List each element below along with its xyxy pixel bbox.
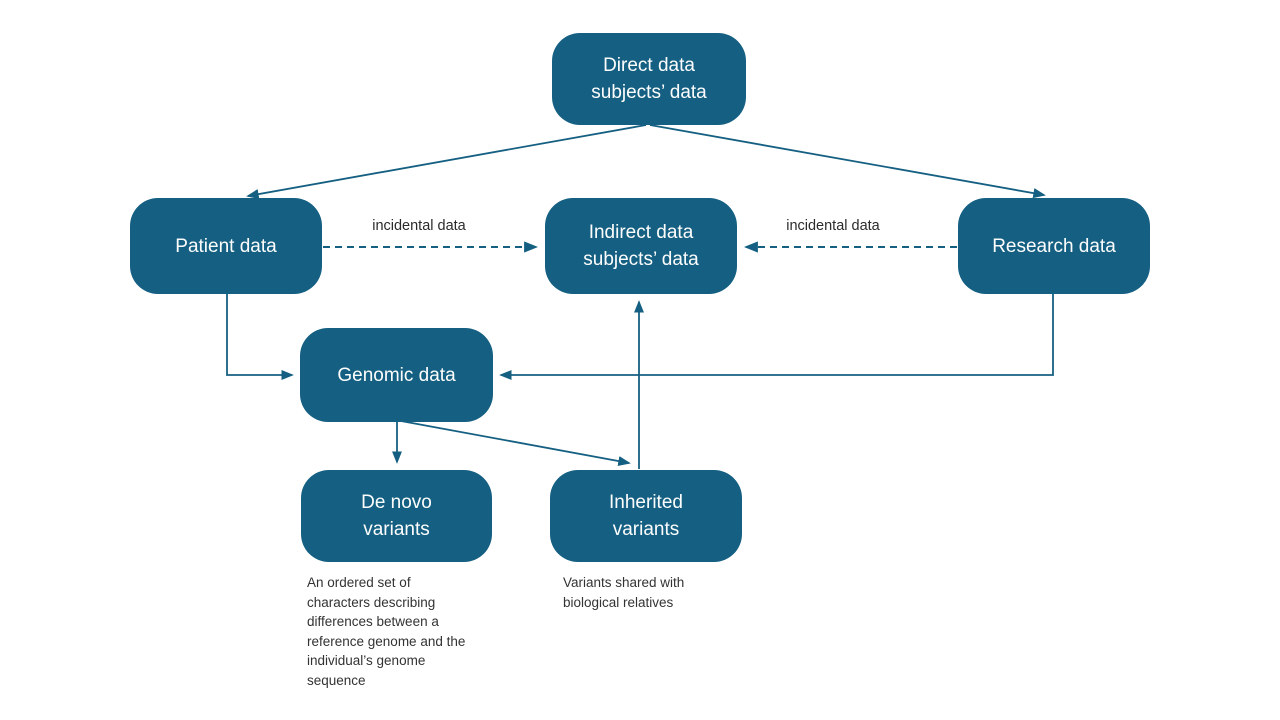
node-direct-data-subjects: Direct data subjects’ data	[552, 33, 746, 125]
node-label: Direct data subjects’ data	[591, 55, 707, 103]
edge-direct-to-patient	[246, 124, 647, 200]
node-label: Patient data	[175, 235, 277, 257]
node-genomic-data: Genomic data	[300, 328, 493, 422]
node-research-data: Research data	[958, 198, 1150, 294]
node-patient-data: Patient data	[130, 198, 322, 294]
node-label: Genomic data	[337, 364, 456, 386]
de-novo-description: An ordered set of characters describing …	[307, 575, 466, 688]
edge-research-to-genomic	[499, 294, 1054, 381]
node-label: De novo variants	[361, 492, 432, 540]
edge-patient-to-genomic	[226, 294, 294, 381]
node-de-novo-variants: De novo variants	[301, 470, 492, 562]
edge-genomic-to-inherited	[400, 420, 631, 467]
node-indirect-data-subjects: Indirect data subjects’ data	[545, 198, 737, 294]
node-label: Inherited variants	[609, 492, 683, 540]
node-label: Research data	[992, 235, 1116, 257]
edge-label-incidental-data-right: incidental data	[786, 218, 880, 234]
node-inherited-variants: Inherited variants	[550, 470, 742, 562]
edge-direct-to-research	[649, 124, 1046, 199]
edge-label-incidental-data-left: incidental data	[372, 218, 466, 234]
node-label: Indirect data subjects’ data	[583, 222, 699, 270]
inherited-description: Variants shared with biological relative…	[563, 575, 685, 610]
